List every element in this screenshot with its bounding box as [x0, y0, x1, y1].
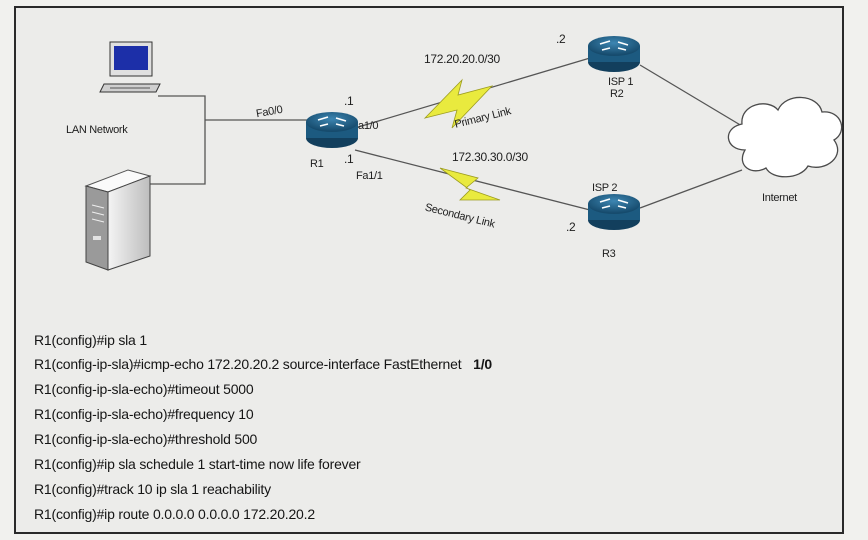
lan-network-label: LAN Network [66, 124, 128, 136]
r2-to-internet-line [639, 64, 743, 127]
r3-to-internet-line [639, 169, 743, 209]
primary-subnet-label: 172.20.20.0/30 [424, 52, 500, 66]
config-line-3: R1(config-ip-sla-echo)#timeout 5000 [34, 381, 254, 397]
config-line-7: R1(config)#track 10 ip sla 1 reachabilit… [34, 481, 271, 497]
r1-ip-top-label: .1 [344, 94, 354, 108]
config-line-2: R1(config-ip-sla)#icmp-echo 172.20.20.2 … [34, 356, 492, 372]
config-line-1: R1(config)#ip sla 1 [34, 332, 147, 348]
r1-fa11-label: Fa1/1 [356, 170, 383, 182]
r3-isp-label: ISP 2 [592, 182, 618, 194]
primary-serial-bolt [423, 78, 494, 129]
r2-ip-label: .2 [556, 32, 566, 46]
config-line-2-text: R1(config-ip-sla)#icmp-echo 172.20.20.2 … [34, 356, 462, 372]
server-icon [84, 169, 152, 271]
config-line-6: R1(config)#ip sla schedule 1 start-time … [34, 456, 361, 472]
config-line-2-interface: 1/0 [473, 356, 492, 372]
router-r2-icon [588, 36, 640, 72]
router-r3-icon [588, 194, 640, 230]
r2-isp-label: ISP 1 [608, 76, 634, 88]
r1-ip-bottom-label: .1 [344, 152, 354, 166]
r3-ip-label: .2 [566, 220, 576, 234]
config-line-5: R1(config-ip-sla-echo)#threshold 500 [34, 431, 258, 447]
secondary-subnet-label: 172.30.30.0/30 [452, 150, 528, 164]
lan-to-switch-line [150, 95, 206, 185]
diagram-frame [14, 6, 844, 534]
router-r1-icon [306, 112, 358, 148]
config-line-8: R1(config)#ip route 0.0.0.0 0.0.0.0 172.… [34, 506, 315, 522]
lan-computer-icon [99, 41, 161, 93]
secondary-serial-bolt [439, 167, 501, 201]
connection-lines [150, 57, 743, 211]
internet-cloud-icon [727, 96, 843, 178]
r1-fa10-label: a1/0 [358, 120, 379, 132]
r1-name-label: R1 [310, 158, 324, 170]
internet-label: Internet [762, 192, 797, 204]
r3-name-label: R3 [602, 248, 616, 260]
config-line-4: R1(config-ip-sla-echo)#frequency 10 [34, 406, 254, 422]
r2-name-label: R2 [610, 88, 624, 100]
